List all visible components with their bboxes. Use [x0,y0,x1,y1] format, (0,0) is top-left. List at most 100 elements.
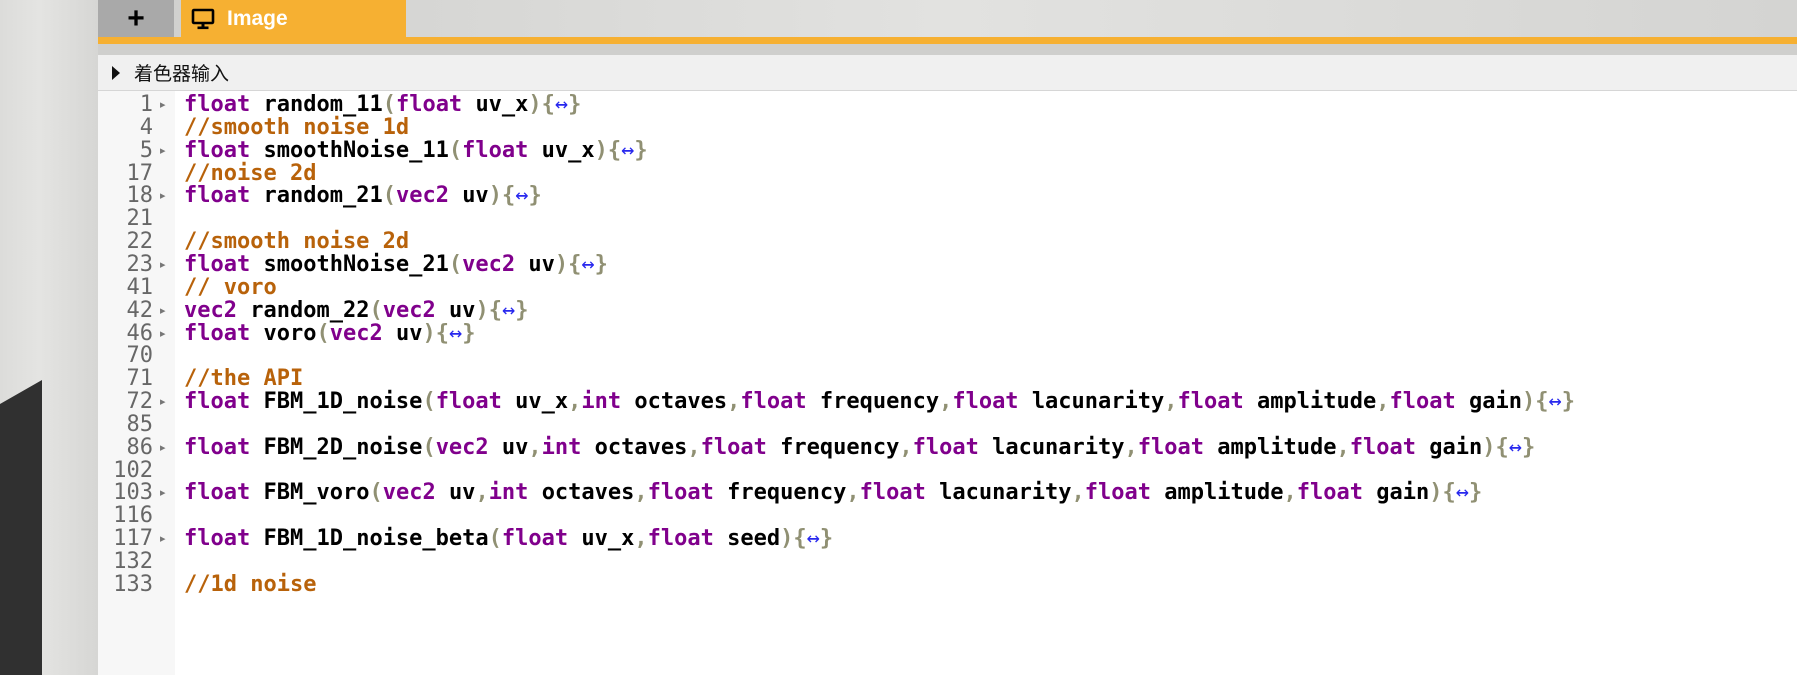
code-punctuation: } [1561,389,1575,415]
fold-expand-icon[interactable]: ↔ [1548,389,1562,415]
code-keyword: vec2 [462,251,516,277]
code-line[interactable]: 5▸float smoothNoise_11(float uv_x){↔} [98,138,1797,164]
code-text: float FBM_1D_noise(float uv_x,int octave… [184,389,1575,415]
code-keyword: int [581,389,622,415]
line-number: 46 [126,320,154,346]
code-line[interactable]: 41// voro [98,275,1797,301]
code-identifier: uv [528,251,555,277]
code-keyword: float [1296,480,1363,506]
code-line[interactable]: 117▸float FBM_1D_noise_beta(float uv_x,f… [98,526,1797,552]
code-keyword: float [1349,434,1416,460]
code-line[interactable]: 17//noise 2d [98,161,1797,187]
line-number: 70 [126,343,154,369]
fold-expand-icon[interactable]: ↔ [554,92,569,117]
line-number-gutter [98,91,175,675]
code-text: //the API [184,366,303,392]
line-number: 133 [113,571,153,597]
line-number: 72 [126,389,154,415]
code-identifier: uv_x [581,526,635,552]
code-punctuation: { [435,320,449,346]
shader-inputs-toggle[interactable]: 着色器输入 [98,55,1797,91]
code-line[interactable]: 70 [98,343,1797,369]
code-identifier: gain [1468,389,1522,415]
code-punctuation: } [568,92,582,117]
code-editor[interactable]: 1▸float random_11(float uv_x){↔}4//smoot… [98,91,1797,675]
code-punctuation: , [1164,389,1178,415]
code-punctuation: } [1468,480,1483,506]
code-comment: //smooth noise 2d [184,229,410,255]
code-punctuation: ) [780,526,794,552]
line-number: 18 [126,183,154,209]
code-punctuation: , [939,389,953,415]
code-punctuation: ( [448,137,463,163]
code-line[interactable]: 86▸float FBM_2D_noise(vec2 uv,int octave… [98,435,1797,461]
code-line[interactable]: 102 [98,458,1797,484]
code-line[interactable]: 4//smooth noise 1d [98,115,1797,141]
fold-arrow-icon[interactable]: ▸ [160,486,166,500]
code-line[interactable]: 18▸float random_21(vec2 uv){↔} [98,183,1797,209]
code-line[interactable]: 103▸float FBM_voro(vec2 uv,int octaves,f… [98,480,1797,506]
code-line[interactable]: 1▸float random_11(float uv_x){↔} [98,92,1797,118]
code-line[interactable]: 42▸vec2 random_22(vec2 uv){↔} [98,298,1797,324]
code-punctuation: , [1283,480,1297,506]
fold-arrow-icon[interactable]: ▸ [160,189,166,203]
code-text: // voro [184,275,277,301]
code-line[interactable]: 21 [98,206,1797,232]
code-identifier: uv_x [475,92,529,117]
code-punctuation: , [528,434,542,460]
line-number: 5 [139,137,153,163]
code-punctuation: } [1521,434,1536,460]
fold-expand-icon[interactable]: ↔ [448,320,463,346]
code-identifier: FBM_2D_noise [263,434,423,460]
code-line[interactable]: 133 //1d noise [98,572,1797,598]
code-comment: //the API [184,366,304,392]
code-comment: //1d noise [184,571,317,597]
fold-expand-icon[interactable]: ↔ [501,297,516,323]
code-identifier: amplitude [1164,480,1284,506]
code-keyword: float [184,480,251,506]
fold-arrow-icon[interactable]: ▸ [160,143,166,157]
code-keyword: float [1389,389,1456,415]
fold-expand-icon[interactable]: ↔ [621,137,635,163]
fold-expand-icon[interactable]: ↔ [806,526,820,552]
tab-underline [98,37,1797,44]
code-identifier: lacunarity [939,480,1072,506]
code-identifier: amplitude [1257,389,1377,415]
code-line[interactable]: 116 [98,503,1797,529]
fold-arrow-icon[interactable]: ▸ [160,395,166,409]
fold-expand-icon[interactable]: ↔ [1455,480,1469,506]
line-number: 1 [139,92,153,117]
code-punctuation: , [1071,480,1085,506]
code-punctuation: ) [528,92,542,117]
fold-arrow-icon[interactable]: ▸ [160,257,166,271]
code-keyword: float [740,389,807,415]
code-keyword: float [184,137,251,163]
code-punctuation: ( [448,251,463,277]
code-identifier: random_21 [263,183,383,209]
code-line[interactable]: 22//smooth noise 2d [98,229,1797,255]
code-line[interactable]: 132 [98,549,1797,575]
code-keyword: float [700,434,767,460]
code-punctuation: ( [488,526,502,552]
code-line[interactable]: 23▸float smoothNoise_21(vec2 uv){↔} [98,252,1797,278]
code-line[interactable]: 71//the API [98,366,1797,392]
fold-arrow-icon[interactable]: ▸ [160,440,166,454]
fold-arrow-icon[interactable]: ▸ [160,98,166,111]
add-tab-button[interactable]: + [98,0,174,37]
fold-arrow-icon[interactable]: ▸ [160,532,166,546]
code-keyword: float [912,434,979,460]
fold-arrow-icon[interactable]: ▸ [160,303,166,317]
code-line[interactable]: 46▸float voro(vec2 uv){↔} [98,321,1797,347]
code-line[interactable]: 85 [98,412,1797,438]
fold-expand-icon[interactable]: ↔ [581,251,595,277]
code-keyword: int [541,434,582,460]
code-identifier: smoothNoise_21 [263,251,449,277]
fold-arrow-icon[interactable]: ▸ [160,326,166,340]
code-punctuation: } [528,183,542,209]
code-line[interactable]: 72▸float FBM_1D_noise(float uv_x,int oct… [98,389,1797,415]
code-punctuation: , [1124,434,1138,460]
fold-expand-icon[interactable]: ↔ [515,183,529,209]
line-number: 132 [113,549,153,574]
tab-image[interactable]: Image [181,0,406,37]
fold-expand-icon[interactable]: ↔ [1508,434,1522,460]
